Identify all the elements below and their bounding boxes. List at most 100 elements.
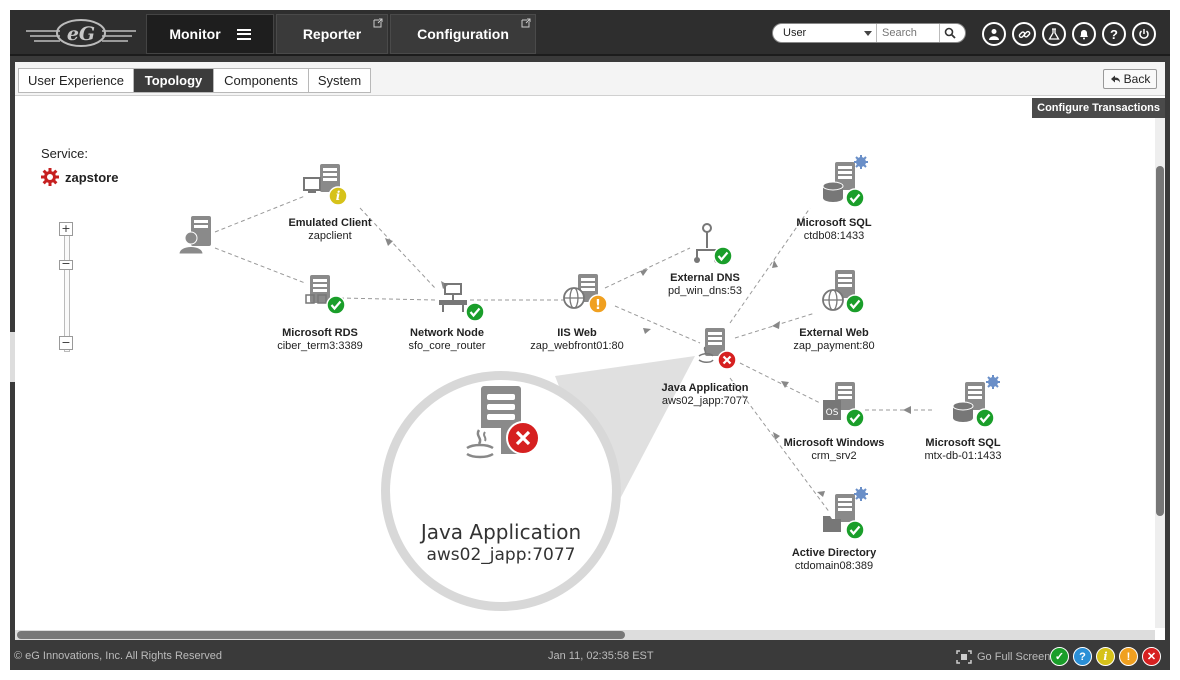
unknown-status-icon[interactable]: ?	[1073, 647, 1092, 666]
toolbar-icons: ?	[982, 22, 1156, 46]
user-search-box: User	[772, 23, 966, 43]
search-button[interactable]	[939, 24, 959, 42]
tab-monitor-label: Monitor	[169, 26, 221, 42]
node-host: zap_payment:80	[793, 340, 875, 352]
back-button[interactable]: Back	[1103, 69, 1157, 89]
power-icon[interactable]	[1132, 22, 1156, 46]
node-host: ciber_term3:3389	[277, 340, 363, 352]
tab-reporter[interactable]: Reporter	[276, 14, 388, 54]
menu-icon[interactable]	[236, 28, 251, 40]
node-title: Java Application	[661, 382, 749, 394]
node-host: zapclient	[308, 230, 352, 242]
app-window: eG Monitor Reporter Configuration User	[10, 10, 1170, 670]
horizontal-scrollbar[interactable]	[15, 630, 1155, 640]
active-directory-icon[interactable]	[823, 486, 869, 541]
external-dns-icon[interactable]	[694, 223, 734, 267]
node-host: ctdomain08:389	[794, 560, 874, 572]
help-icon[interactable]: ?	[1102, 22, 1126, 46]
node-host: aws02_japp:7077	[661, 395, 749, 407]
search-input[interactable]	[877, 27, 939, 39]
critical-badge-large-icon	[506, 421, 540, 455]
major-status-icon[interactable]: !	[1119, 647, 1138, 666]
network-node-icon[interactable]	[439, 283, 486, 323]
topology-canvas[interactable]: Service: zapstore + − −	[15, 118, 1155, 630]
vertical-scroll-thumb[interactable]	[1156, 166, 1164, 516]
minor-status-icon[interactable]: i	[1096, 647, 1115, 666]
node-host: pd_win_dns:53	[667, 285, 743, 297]
warning-badge-icon: !	[588, 294, 608, 314]
node-host: crm_srv2	[811, 450, 857, 462]
java-application-callout[interactable]	[381, 371, 621, 611]
subtab-bar: User Experience Topology Components Syst…	[15, 62, 1165, 96]
main-content: User Experience Topology Components Syst…	[15, 62, 1165, 640]
svg-text:OS: OS	[826, 408, 839, 418]
subtab-components[interactable]: Components	[213, 68, 309, 93]
subtab-system[interactable]: System	[308, 68, 371, 93]
java-application-icon[interactable]	[698, 328, 737, 370]
microsoft-rds-icon[interactable]	[305, 275, 347, 316]
link-icon[interactable]	[1012, 22, 1036, 46]
node-title: External DNS	[670, 272, 740, 284]
svg-text:!: !	[595, 298, 601, 313]
topology-edges	[214, 195, 935, 514]
tab-monitor[interactable]: Monitor	[146, 14, 274, 54]
external-web-icon[interactable]	[822, 270, 866, 315]
topology-graph: i	[178, 154, 1001, 611]
node-host: zap_webfront01:80	[530, 340, 624, 352]
eg-logo[interactable]: eG	[26, 18, 136, 48]
svg-text:eG: eG	[67, 23, 95, 45]
subtab-label: User Experience	[27, 73, 125, 88]
svg-text:i: i	[336, 189, 341, 203]
lab-flask-icon[interactable]	[1042, 22, 1066, 46]
callout-title: Java Application	[420, 520, 582, 544]
side-panel-toggle[interactable]	[10, 332, 15, 382]
zoom-out-button[interactable]: −	[59, 336, 73, 350]
copyright-text: © eG Innovations, Inc. All Rights Reserv…	[14, 650, 223, 662]
configure-transactions-button[interactable]: Configure Transactions	[1032, 98, 1165, 118]
subtab-user-experience[interactable]: User Experience	[18, 68, 134, 93]
service-name[interactable]: zapstore	[41, 168, 118, 186]
user-type-select[interactable]: User	[773, 24, 877, 42]
bell-icon[interactable]	[1072, 22, 1096, 46]
zoom-slider-handle[interactable]: −	[59, 258, 73, 270]
full-screen-button[interactable]: Go Full Screen	[956, 650, 1050, 664]
zoom-in-button[interactable]: +	[59, 222, 73, 236]
microsoft-sql-2-icon[interactable]	[952, 374, 1001, 429]
fullscreen-label: Go Full Screen	[977, 651, 1051, 663]
horizontal-scroll-thumb[interactable]	[17, 631, 625, 639]
subtab-topology[interactable]: Topology	[133, 68, 214, 93]
info-badge-icon: i	[328, 186, 348, 206]
normal-status-icon[interactable]: ✓	[1050, 647, 1069, 666]
iis-web-icon[interactable]: !	[563, 274, 608, 314]
user-client-icon[interactable]	[178, 216, 211, 255]
vertical-scrollbar[interactable]	[1155, 118, 1165, 628]
subtab-label: Topology	[144, 73, 203, 88]
tab-configuration[interactable]: Configuration	[390, 14, 536, 54]
microsoft-sql-icon[interactable]	[822, 154, 869, 209]
critical-status-icon[interactable]: ✕	[1142, 647, 1161, 666]
subtab-label: Components	[224, 73, 298, 88]
footer-datetime: Jan 11, 02:35:58 EST	[548, 650, 654, 662]
service-gear-icon	[41, 168, 59, 186]
microsoft-windows-icon[interactable]: OS	[823, 382, 866, 429]
status-summary: ✓ ? i ! ✕	[1050, 647, 1161, 666]
service-label: Service:	[41, 146, 88, 161]
user-icon[interactable]	[982, 22, 1006, 46]
edge-arrows	[385, 238, 911, 497]
node-title: Microsoft SQL	[796, 217, 872, 229]
node-host: mtx-db-01:1433	[924, 450, 1002, 462]
back-arrow-icon	[1110, 75, 1120, 83]
node-title: Network Node	[410, 327, 484, 339]
emulated-client-icon[interactable]: i	[303, 164, 348, 206]
